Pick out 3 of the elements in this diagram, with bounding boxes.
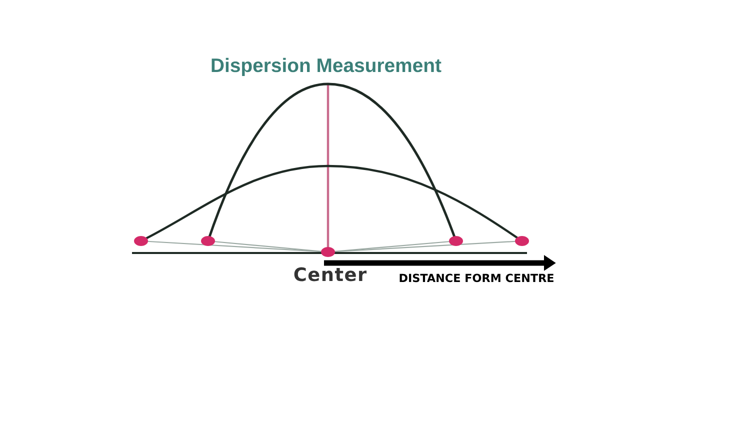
center-label: Center [294, 267, 367, 282]
title: Dispersion Measurement [212, 58, 442, 76]
axis-label: DISTANCE FORM CENTRE [400, 274, 554, 282]
